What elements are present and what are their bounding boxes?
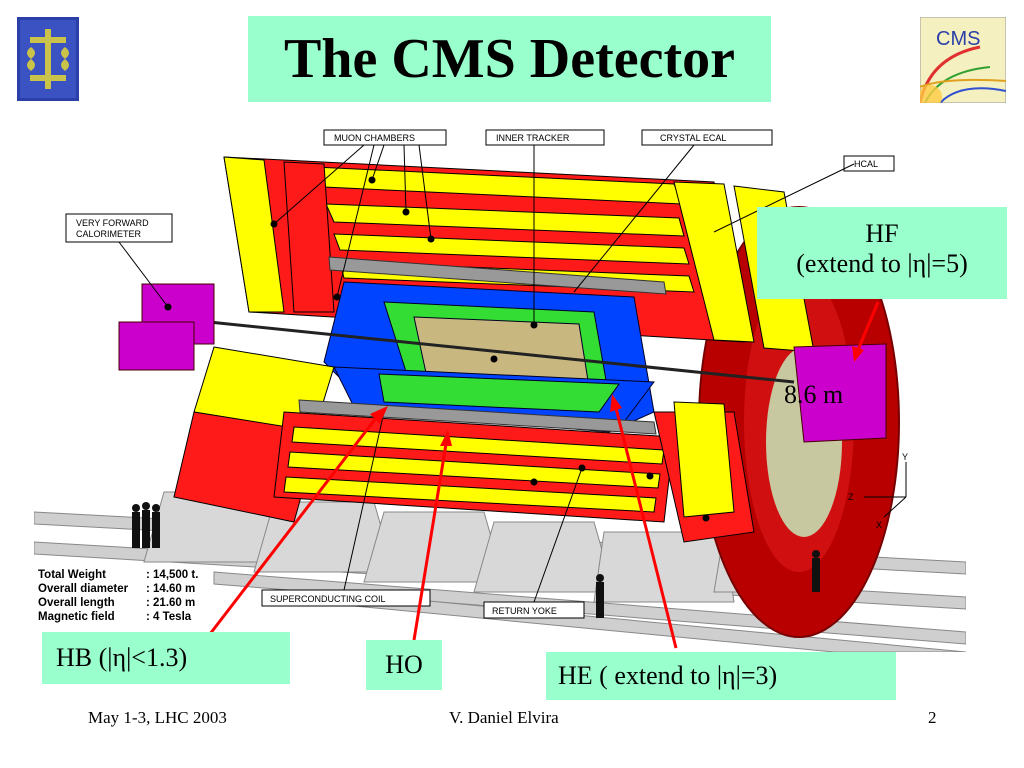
spec-label-weight: Total Weight	[38, 569, 106, 581]
footer-page-number: 2	[928, 708, 937, 727]
coil-bottom	[298, 399, 657, 435]
cms-logo-text: CMS	[936, 28, 980, 50]
spec-value-length: : 21.60 m	[146, 597, 195, 609]
hb-label: HB (|η|<1.3)	[42, 632, 290, 684]
length-dimension-label: 8.6 m	[784, 380, 844, 409]
callouts: MUON CHAMBERS INNER TRACKER CRYSTAL ECAL…	[65, 129, 895, 619]
fermilab-logo	[17, 17, 79, 101]
he-label: HE ( extend to |η|=3)	[546, 652, 896, 700]
axis-z-label: Z	[848, 492, 854, 502]
coil-top	[328, 256, 667, 295]
lower-yoke	[173, 346, 755, 543]
spec-label-diameter: Overall diameter	[38, 583, 129, 595]
callout-vfc-line1: VERY FORWARD	[76, 218, 149, 228]
ho-label: HO	[366, 640, 442, 690]
spec-label-field: Magnetic field	[38, 611, 115, 623]
axis-y-label: Y	[902, 452, 908, 462]
footer-date: May 1-3, LHC 2003	[88, 708, 227, 727]
spec-value-weight: : 14,500 t.	[146, 569, 198, 581]
callout-crystal-ecal: CRYSTAL ECAL	[660, 133, 726, 143]
spec-table: Total Weight : 14,500 t. Overall diamete…	[38, 569, 198, 623]
callout-superconducting-coil: SUPERCONDUCTING COIL	[270, 594, 386, 604]
marker-dots	[164, 176, 710, 522]
callout-vfc-line2: CALORIMETER	[76, 229, 142, 239]
callout-muon-chambers: MUON CHAMBERS	[334, 133, 415, 143]
cms-logo: CMS	[918, 16, 1007, 109]
axis-x-label: X	[876, 520, 882, 530]
cms-detector-diagram: MUON CHAMBERS INNER TRACKER CRYSTAL ECAL…	[33, 112, 967, 653]
beam-pipe	[208, 320, 795, 384]
callout-return-yoke: RETURN YOKE	[492, 606, 557, 616]
hf-label-box: HF (extend to |η|=5)	[757, 207, 1007, 299]
spec-label-length: Overall length	[38, 597, 115, 609]
hf-label: HF	[865, 219, 899, 248]
axis-indicator	[864, 462, 907, 518]
spec-value-diameter: : 14.60 m	[146, 583, 195, 595]
callout-hcal: HCAL	[854, 159, 878, 169]
slide-title: The CMS Detector	[284, 28, 735, 90]
human-figures	[132, 502, 820, 618]
hf-range-label: (extend to |η|=5)	[796, 249, 968, 278]
footer-author: V. Daniel Elvira	[449, 708, 559, 727]
spec-value-field: : 4 Tesla	[146, 611, 192, 623]
title-box: The CMS Detector	[248, 16, 771, 102]
callout-inner-tracker: INNER TRACKER	[496, 133, 570, 143]
pointer-arrows	[208, 301, 880, 649]
very-forward-calorimeter	[118, 283, 887, 443]
